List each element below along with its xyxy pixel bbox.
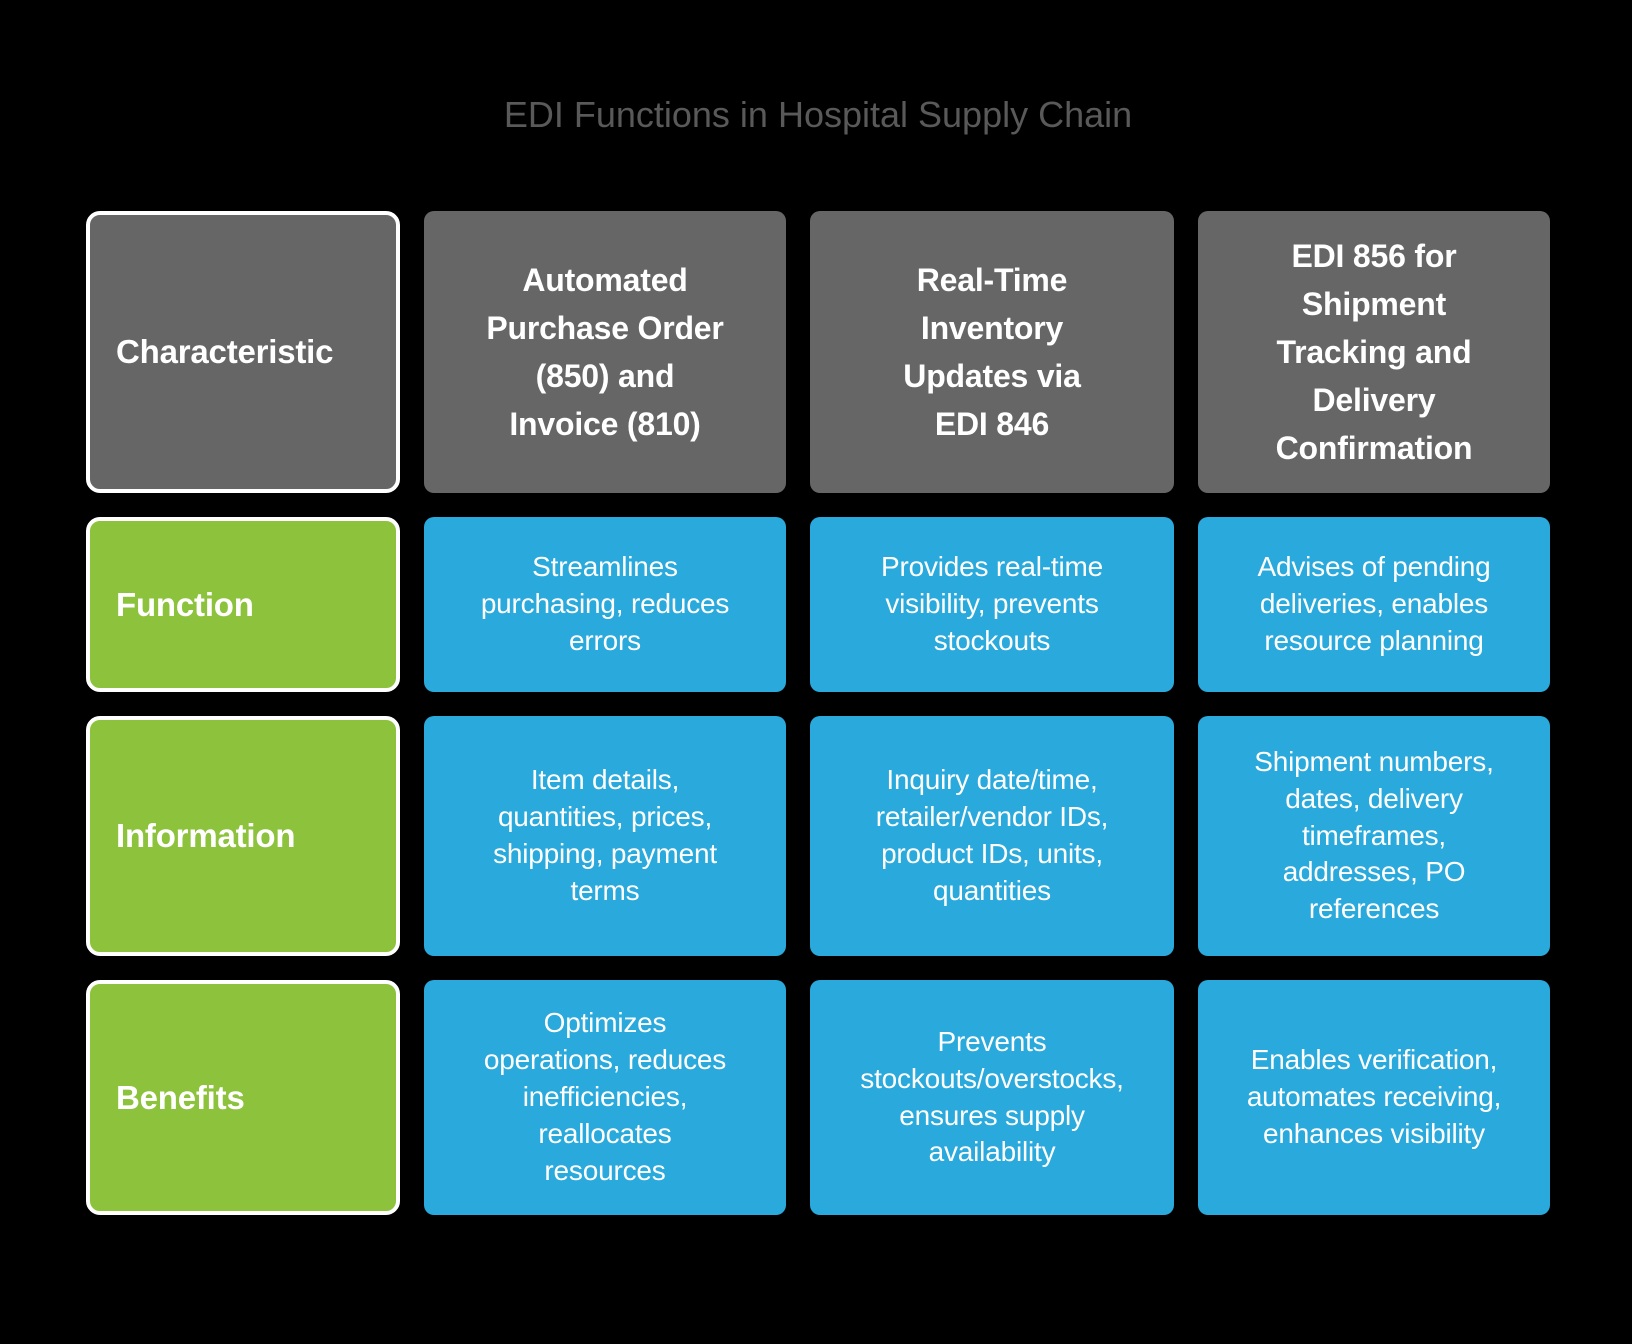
cell-information-realtime-inventory: Inquiry date/time, retailer/vendor IDs, … — [810, 716, 1174, 956]
page-title: EDI Functions in Hospital Supply Chain — [503, 94, 1133, 135]
cell-benefits-realtime-inventory: Prevents stockouts/overstocks, ensures s… — [810, 980, 1174, 1215]
row-label-function: Function — [86, 517, 400, 692]
cell-function-edi-856-shipment: Advises of pending deliveries, enables r… — [1198, 517, 1550, 692]
row-label-benefits: Benefits — [86, 980, 400, 1215]
row-label-information: Information — [86, 716, 400, 956]
cell-function-realtime-inventory: Provides real-time visibility, prevents … — [810, 517, 1174, 692]
cell-benefits-edi-856-shipment: Enables verification, automates receivin… — [1198, 980, 1550, 1215]
cell-benefits-automated-po-invoice: Optimizes operations, reduces inefficien… — [424, 980, 786, 1215]
cell-function-automated-po-invoice: Streamlines purchasing, reduces errors — [424, 517, 786, 692]
cell-information-edi-856-shipment: Shipment numbers, dates, delivery timefr… — [1198, 716, 1550, 956]
cell-information-automated-po-invoice: Item details, quantities, prices, shippi… — [424, 716, 786, 956]
header-cell-realtime-inventory-edi-846: Real-Time Inventory Updates via EDI 846 — [810, 211, 1174, 493]
header-cell-edi-856-shipment-tracking: EDI 856 for Shipment Tracking and Delive… — [1198, 211, 1550, 493]
header-cell-characteristic: Characteristic — [86, 211, 400, 493]
header-cell-automated-po-invoice: Automated Purchase Order (850) and Invoi… — [424, 211, 786, 493]
comparison-table: Characteristic Automated Purchase Order … — [86, 211, 1550, 1215]
